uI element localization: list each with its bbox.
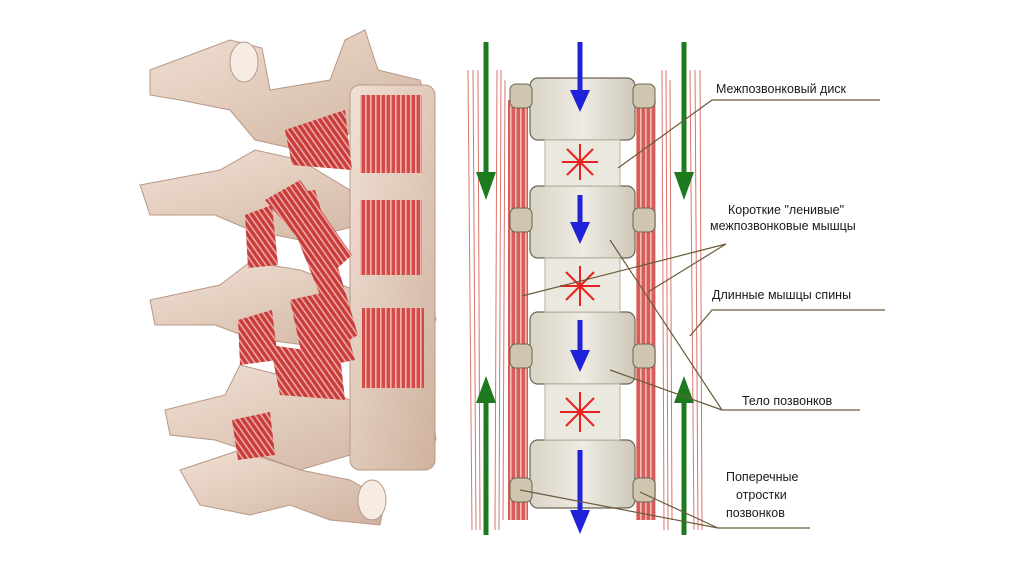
intervertebral-discs	[544, 139, 621, 441]
short-muscles-right	[636, 100, 656, 520]
muscle-block-2	[360, 200, 422, 275]
label-transverse-3: позвонков	[726, 506, 785, 520]
spine-side-illustration	[139, 29, 437, 526]
muscle-block-1	[360, 95, 422, 173]
vertebra-5	[179, 449, 387, 526]
label-short-muscles-1: Короткие "ленивые"	[728, 203, 845, 217]
long-back-muscles-left	[467, 69, 506, 531]
diagonal-muscle-1	[285, 110, 352, 170]
spine-schematic	[467, 42, 885, 535]
leader-lines	[519, 99, 885, 529]
label-long-back-muscles: Длинные мышцы спины	[712, 288, 852, 302]
short-muscles-left	[508, 100, 528, 520]
muscle-block-3	[362, 308, 424, 388]
label-short-muscles-2: межпозвонковые мышцы	[710, 219, 856, 233]
long-back-muscles-right	[661, 69, 703, 531]
label-transverse-1: Поперечные	[726, 470, 799, 484]
transverse-processes	[509, 83, 656, 503]
star-burst-icon	[560, 144, 600, 432]
diagonal-muscle-5	[270, 345, 345, 400]
side-muscle-2	[238, 310, 278, 365]
diagonal-muscle-4	[290, 290, 355, 370]
side-muscle-1	[245, 205, 278, 268]
side-muscle-3	[232, 412, 275, 460]
label-vertebral-body: Тело позвонков	[742, 394, 833, 408]
vertebral-bodies	[529, 77, 636, 509]
label-intervertebral-disc: Межпозвонковый диск	[716, 82, 847, 96]
label-transverse-2: отростки	[736, 488, 787, 502]
